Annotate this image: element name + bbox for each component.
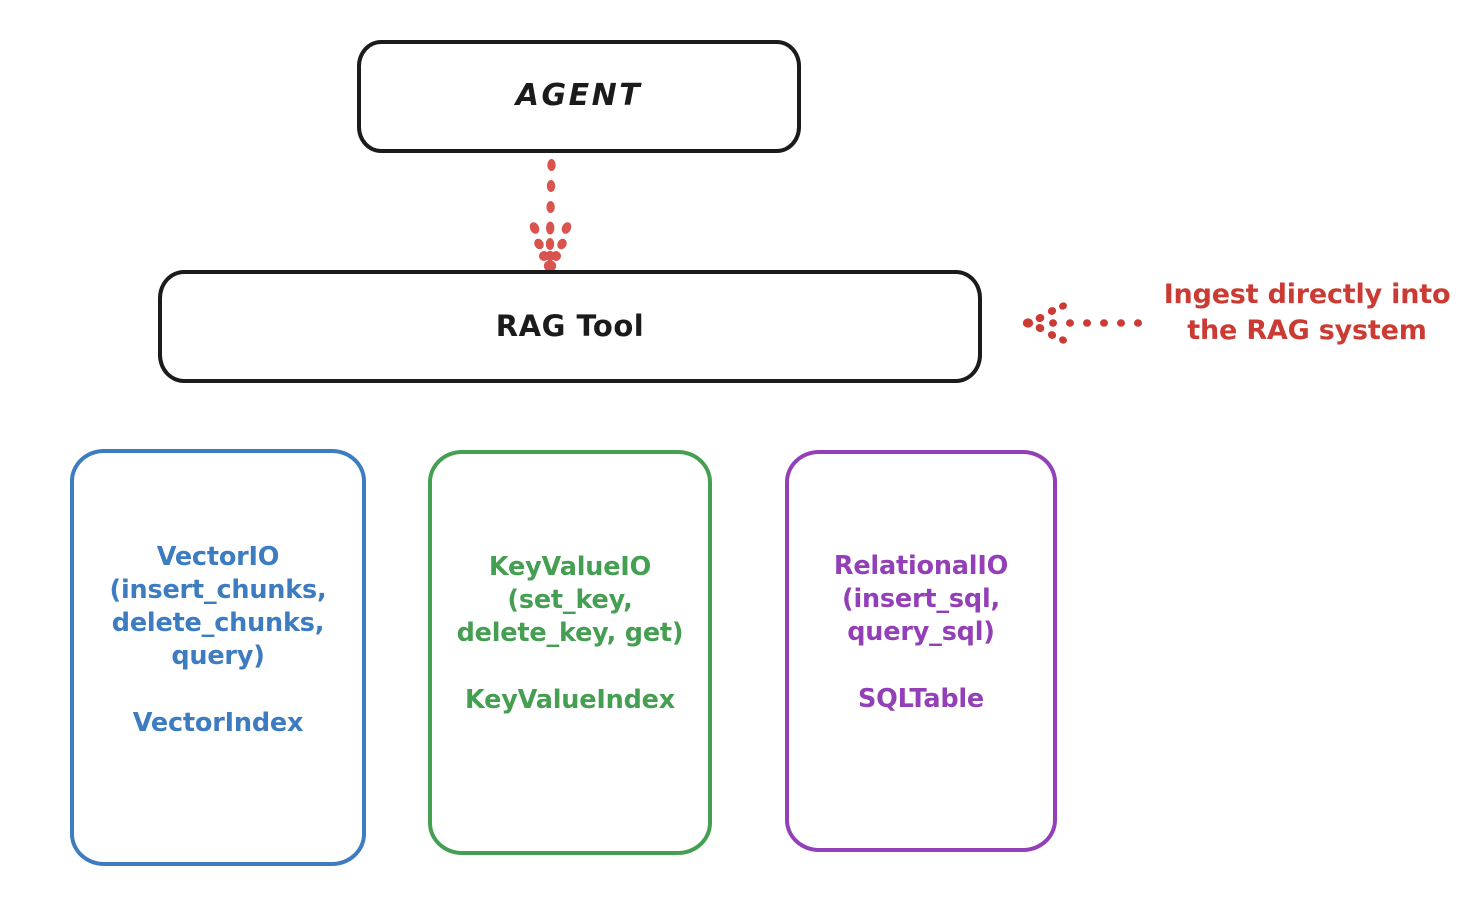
node-key-value-io-label: KeyValueIO (set_key, delete_key, get) Ke… (456, 552, 684, 715)
node-vector-io[interactable]: VectorIO (insert_chunks, delete_chunks, … (70, 449, 366, 866)
annotation-ingest-note: Ingest directly into the RAG system (1163, 279, 1451, 346)
node-agent[interactable]: AGENT (357, 40, 801, 153)
node-agent-label: AGENT (515, 78, 643, 114)
node-rag-tool-label: RAG Tool (495, 308, 645, 343)
node-relational-io-label: RelationalIO (insert_sql, query_sql) SQL… (833, 551, 1009, 714)
connector-ingest-pointer (1022, 302, 1142, 344)
node-key-value-io[interactable]: KeyValueIO (set_key, delete_key, get) Ke… (428, 450, 712, 855)
node-vector-io-label: VectorIO (insert_chunks, delete_chunks, … (109, 542, 327, 738)
node-rag-tool[interactable]: RAG Tool (158, 270, 982, 383)
node-relational-io[interactable]: RelationalIO (insert_sql, query_sql) SQL… (785, 450, 1057, 852)
connector-agent-to-rag-tool (529, 159, 572, 272)
